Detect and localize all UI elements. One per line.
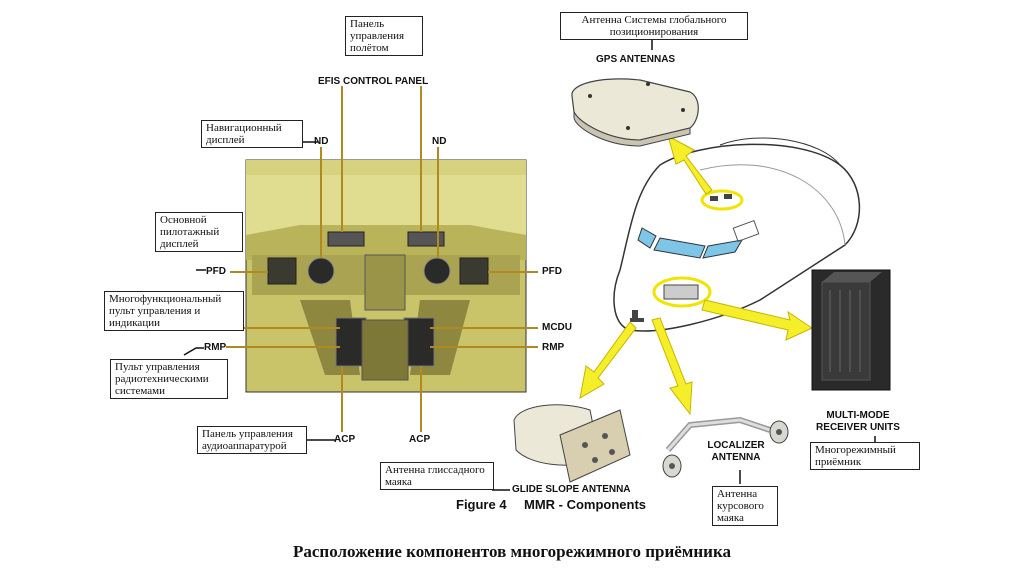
nd-right-label: ND [432, 136, 447, 147]
page-caption: Расположение компонентов многорежимного … [292, 542, 732, 561]
yellow-arrows [579, 134, 814, 416]
gps-label: GPS ANTENNAS [596, 54, 676, 65]
glide-slope-antenna [513, 404, 631, 483]
cockpit-photo [245, 159, 527, 393]
mcdu-ru-label: Многофункциональный пульт управления и и… [104, 291, 244, 331]
mmr-ru-label: Многорежимный приёмник [810, 442, 920, 470]
figure-title: MMR - Components [524, 497, 647, 512]
glide-slope-label: GLIDE SLOPE ANTENNA [512, 484, 631, 495]
acp-left-label: ACP [334, 434, 356, 445]
rmp-right-label: RMP [542, 342, 565, 353]
pfd-left-label: PFD [206, 266, 226, 277]
nd-ru-label: Навигационный дисплей [201, 120, 303, 148]
rmp-left-label: RMP [204, 342, 227, 353]
cockpit-leader-lines [226, 86, 538, 432]
acp-right-label: ACP [409, 434, 431, 445]
gps-antenna [571, 78, 699, 147]
nd-left-label: ND [314, 136, 329, 147]
gps-ru-label: Антенна Системы глобального позициониров… [560, 12, 748, 40]
rmp-ru-label: Пульт управления радиотехническими систе… [110, 359, 228, 399]
figure-number: Figure 4 [456, 497, 507, 512]
localizer-label: LOCALIZER ANTENNA [707, 440, 765, 463]
localizer-antenna [662, 416, 789, 478]
glide-slope-ru-label: Антенна глиссадного маяка [380, 462, 494, 490]
acp-ru-label: Панель управления аудиоаппаратурой [197, 426, 307, 454]
efis-ru-label: Панель управления полётом [345, 16, 423, 56]
mmr-label: MULTI-MODE RECEIVER UNITS [816, 410, 900, 433]
aircraft-nose [613, 137, 861, 332]
efis-label: EFIS CONTROL PANEL [318, 76, 429, 87]
pfd-right-label: PFD [542, 266, 562, 277]
pfd-ru-label: Основной пилотажный дисплей [155, 212, 243, 252]
mmr-unit [811, 269, 891, 391]
mcdu-right-label: MCDU [542, 322, 572, 333]
localizer-ru-label: Антенна курсового маяка [712, 486, 778, 526]
